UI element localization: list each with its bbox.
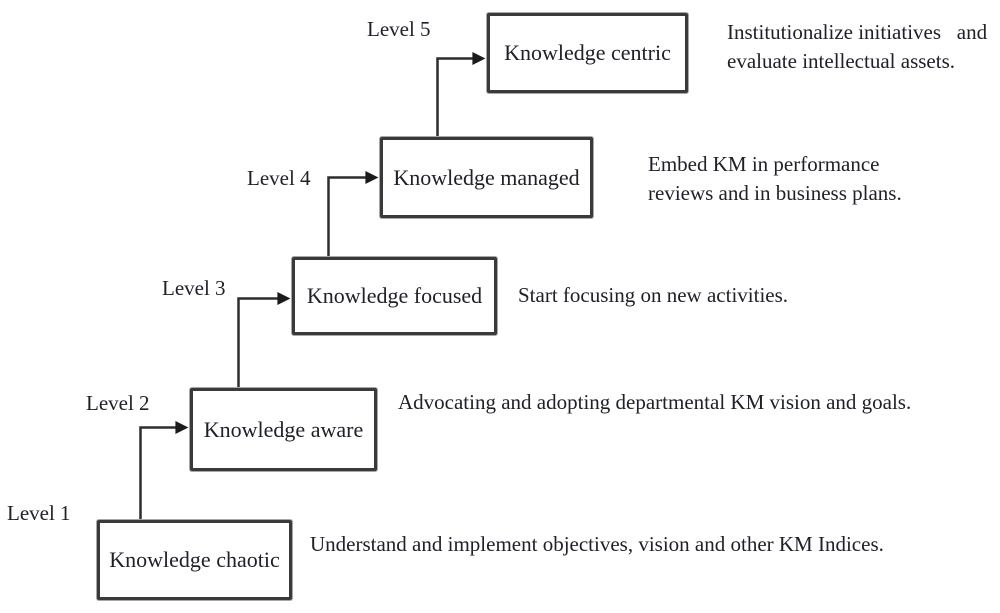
- level-5-label: Level 5: [367, 17, 431, 41]
- level-4-box-text: Knowledge managed: [393, 164, 580, 190]
- level-2-description: Advocating and adopting departmental KM …: [398, 390, 912, 414]
- level-3-label: Level 3: [162, 276, 226, 300]
- level-5-box: Knowledge centric: [487, 13, 688, 93]
- level-4-description: Embed KM in performance reviews and in b…: [648, 152, 902, 205]
- level-1-label: Level 1: [7, 501, 71, 525]
- level-5-description: Institutionalize initiatives and evaluat…: [727, 20, 988, 73]
- level-2-box-text: Knowledge aware: [203, 416, 364, 442]
- connector-arrow-level3-to-level4: [327, 171, 379, 258]
- connector-arrow-level2-to-level3: [237, 292, 291, 389]
- level-4-label: Level 4: [247, 166, 311, 190]
- connector-arrow-level1-to-level2: [139, 421, 189, 521]
- level-2-box: Knowledge aware: [190, 388, 377, 471]
- level-1-box: Knowledge chaotic: [97, 520, 292, 600]
- level-3-description: Start focusing on new activities.: [518, 283, 789, 307]
- connector-arrow-level4-to-level5: [436, 52, 486, 138]
- level-3-box-text: Knowledge focused: [306, 283, 483, 308]
- level-4-box: Knowledge managed: [380, 137, 593, 218]
- level-5-box-text: Knowledge centric: [504, 40, 671, 65]
- level-2-label: Level 2: [86, 391, 150, 415]
- level-3-box: Knowledge focused: [292, 257, 497, 335]
- level-1-box-text: Knowledge chaotic: [109, 547, 280, 572]
- level-1-description: Understand and implement objectives, vis…: [310, 532, 884, 556]
